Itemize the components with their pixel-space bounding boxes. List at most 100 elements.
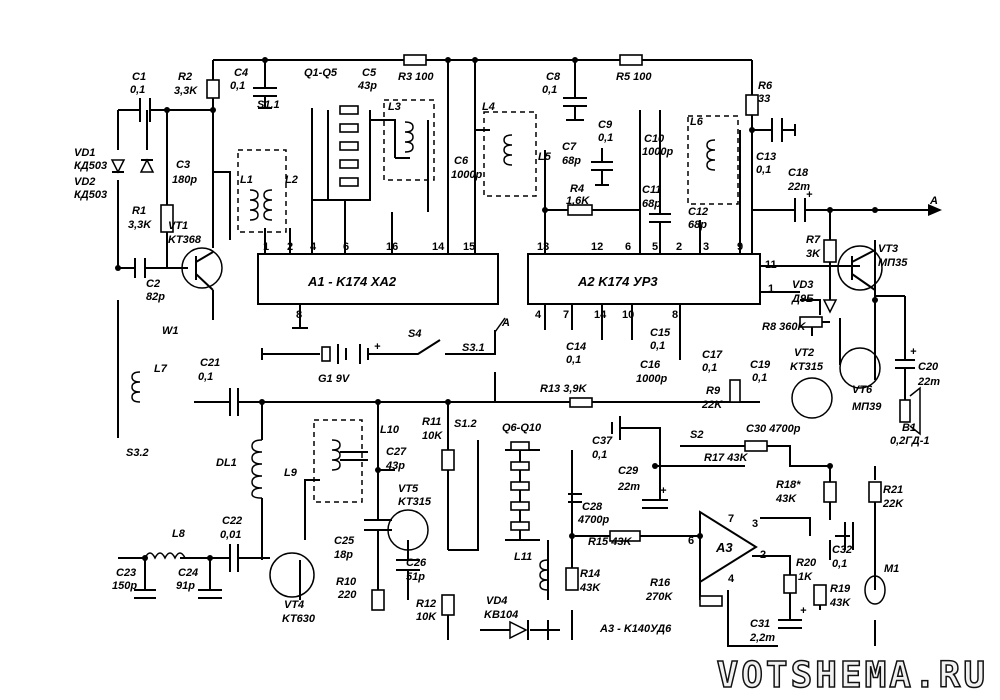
svg-text:G1 9V: G1 9V (318, 373, 351, 385)
svg-text:R19: R19 (830, 583, 851, 595)
svg-text:R6: R6 (758, 80, 773, 92)
a1-pins: 1 2 4 6 16 14 15 8 (263, 241, 475, 321)
svg-text:4: 4 (535, 309, 542, 321)
r17-resistor (744, 440, 768, 452)
svg-text:A: A (929, 195, 938, 207)
svg-text:R14: R14 (580, 568, 600, 580)
svg-text:0,1: 0,1 (598, 132, 613, 144)
r16-resistor (699, 595, 723, 607)
svg-text:L1: L1 (240, 174, 253, 186)
svg-text:C14: C14 (566, 341, 586, 353)
svg-text:L4: L4 (482, 101, 495, 113)
svg-text:0,01: 0,01 (220, 529, 241, 541)
svg-text:L7: L7 (154, 363, 168, 375)
svg-text:220: 220 (337, 589, 357, 601)
svg-text:C31: C31 (750, 618, 770, 630)
svg-text:KT315: KT315 (398, 496, 432, 508)
svg-text:C2: C2 (146, 278, 160, 290)
m1-microphone (864, 575, 886, 605)
r1-resistor (160, 204, 174, 233)
vt6-transistor (839, 347, 881, 389)
svg-text:2: 2 (676, 241, 682, 253)
svg-text:L3: L3 (388, 101, 401, 113)
svg-text:43p: 43p (385, 460, 405, 472)
a2-pins: 13 12 6 5 2 3 9 11 1 4 7 14 10 8 (535, 241, 777, 321)
svg-text:1K: 1K (798, 571, 813, 583)
svg-text:+: + (660, 485, 667, 497)
svg-text:L5: L5 (538, 151, 552, 163)
a3-label: A3 (715, 540, 733, 555)
svg-text:43K: 43K (775, 493, 797, 505)
svg-text:1,6K: 1,6K (566, 195, 590, 207)
svg-text:43K: 43K (829, 597, 851, 609)
svg-text:R5 100: R5 100 (616, 71, 652, 83)
svg-text:7: 7 (563, 309, 569, 321)
svg-text:VD1: VD1 (74, 147, 95, 159)
svg-text:1000p: 1000p (636, 373, 667, 385)
top-wiring (117, 59, 930, 400)
r15-resistor (609, 530, 641, 542)
svg-text:0,1: 0,1 (566, 354, 581, 366)
svg-text:КД503: КД503 (74, 189, 107, 201)
vd4-diode (509, 620, 528, 640)
svg-text:C25: C25 (334, 535, 355, 547)
svg-text:C24: C24 (178, 567, 198, 579)
svg-text:C8: C8 (546, 71, 561, 83)
svg-text:W1: W1 (162, 325, 179, 337)
svg-text:4: 4 (728, 573, 735, 585)
svg-text:C23: C23 (116, 567, 136, 579)
svg-text:C12: C12 (688, 206, 708, 218)
svg-text:1000p: 1000p (451, 169, 482, 181)
svg-text:C26: C26 (406, 557, 427, 569)
svg-text:0,1: 0,1 (756, 164, 771, 176)
svg-text:C9: C9 (598, 119, 613, 131)
svg-text:S1.2: S1.2 (454, 418, 477, 430)
r4-resistor (567, 204, 593, 216)
svg-text:3: 3 (703, 241, 709, 253)
svg-text:R11: R11 (422, 416, 441, 428)
svg-text:68p: 68p (562, 155, 581, 167)
svg-text:180p: 180p (172, 174, 197, 186)
svg-text:C5: C5 (362, 67, 377, 79)
svg-text:L8: L8 (172, 528, 186, 540)
svg-text:43p: 43p (357, 80, 377, 92)
svg-text:68p: 68p (688, 219, 707, 231)
svg-text:51p: 51p (406, 571, 425, 583)
svg-text:4700p: 4700p (577, 514, 609, 526)
svg-text:C18: C18 (788, 167, 809, 179)
svg-text:L2: L2 (285, 174, 298, 186)
svg-text:VD3: VD3 (792, 279, 813, 291)
svg-text:3: 3 (752, 518, 758, 530)
bottom-coils (131, 371, 549, 591)
svg-text:S1.1: S1.1 (257, 99, 280, 111)
svg-text:22K: 22K (882, 498, 904, 510)
svg-text:10K: 10K (416, 611, 437, 623)
svg-text:VD4: VD4 (486, 595, 507, 607)
svg-text:R16: R16 (650, 577, 671, 589)
svg-text:МП39: МП39 (852, 401, 882, 413)
crystals-q6-q10 (510, 441, 530, 531)
svg-text:B1: B1 (902, 422, 916, 434)
svg-text:C16: C16 (640, 359, 661, 371)
svg-text:L10: L10 (380, 424, 400, 436)
r10-resistor (371, 589, 385, 611)
svg-text:L11: L11 (514, 551, 532, 563)
r18-resistor (823, 481, 837, 503)
r3-resistor (403, 54, 427, 66)
svg-text:R13 3,9K: R13 3,9K (540, 383, 588, 395)
r6-resistor (745, 94, 759, 116)
svg-text:C28: C28 (582, 501, 603, 513)
svg-text:VT2: VT2 (794, 347, 814, 359)
svg-text:82p: 82p (146, 291, 165, 303)
r14-resistor (565, 567, 579, 591)
svg-text:0,1: 0,1 (592, 449, 607, 461)
top-coils (237, 99, 739, 233)
svg-text:C27: C27 (386, 446, 407, 458)
svg-text:Q6-Q10: Q6-Q10 (502, 422, 542, 434)
a3-opamp (699, 510, 758, 584)
svg-text:L9: L9 (284, 467, 298, 479)
svg-text:VT1: VT1 (168, 220, 188, 232)
vt3-transistor (837, 245, 883, 291)
svg-text:+: + (806, 189, 813, 201)
